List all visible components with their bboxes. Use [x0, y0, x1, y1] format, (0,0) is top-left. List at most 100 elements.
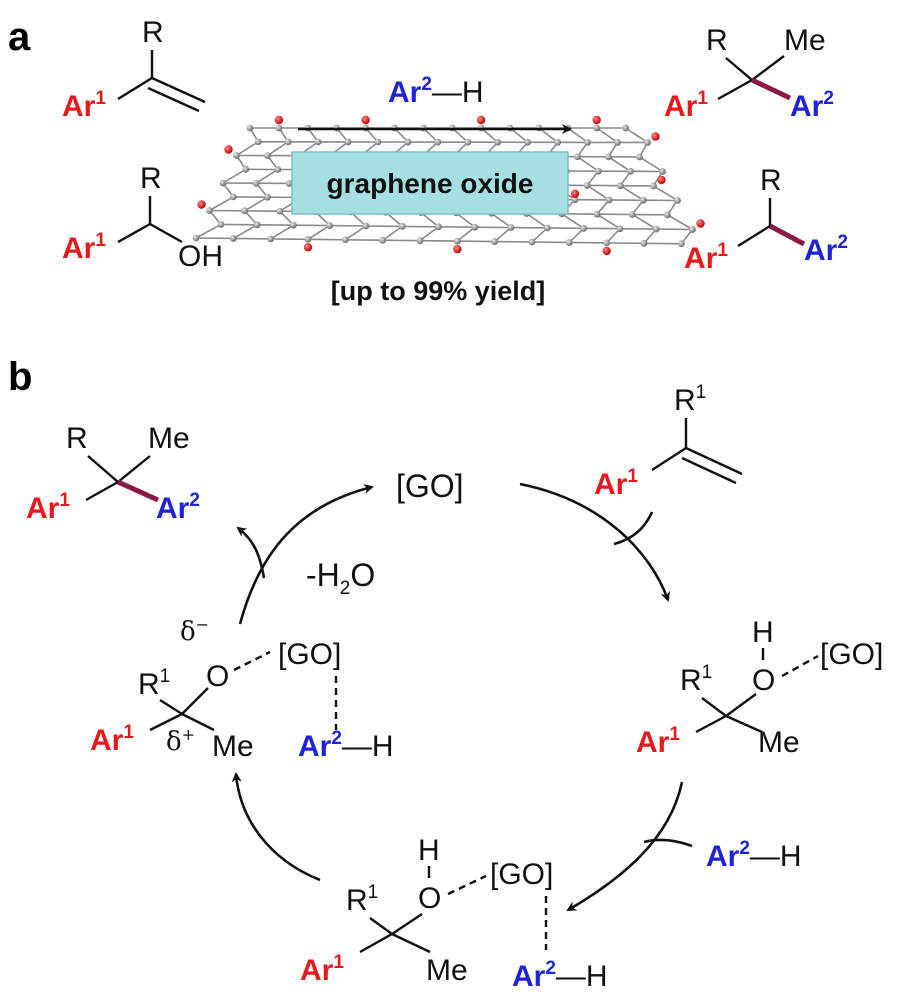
carbon-atom [434, 138, 442, 146]
lattice-bond [619, 184, 644, 201]
lattice-bond [631, 213, 657, 230]
cp-ar1: Ar1 [26, 490, 70, 525]
alkene-r: R [142, 16, 164, 49]
lattice-bond [653, 185, 678, 202]
carbon-atom [253, 221, 261, 229]
ib-ar1: Ar1 [300, 952, 344, 987]
lattice-bond [596, 127, 619, 144]
carbon-atom [528, 238, 536, 246]
carbon-atom [543, 224, 551, 232]
ib-o: O [418, 882, 441, 915]
prod2-ar2: Ar2 [804, 232, 848, 267]
styrene-r1: R1 [674, 382, 706, 417]
carbon-atom [229, 235, 237, 242]
alcohol-reactant: R Ar1 OH [62, 162, 223, 273]
oxygen-atom [453, 244, 462, 254]
lattice-bond [480, 127, 499, 143]
lattice-bond [531, 227, 548, 243]
carbon-atom [565, 239, 573, 246]
lattice-bond [494, 226, 512, 243]
lattice-bond [526, 212, 548, 229]
carbon-atom [241, 207, 249, 215]
carbon-atom [494, 138, 502, 146]
carbon-atom [219, 179, 227, 187]
carbon-atom [326, 222, 334, 230]
il-ar2h: Ar2—H [298, 728, 394, 763]
lattice-bond [419, 226, 440, 242]
carbon-atom [674, 197, 681, 204]
carbon-atom [304, 235, 312, 243]
graphene-oxide-label: graphene oxide [327, 168, 534, 199]
lattice-bond [596, 213, 621, 230]
lattice-bond [456, 226, 476, 242]
carbon-atom [583, 182, 591, 189]
oxygen-atom [592, 115, 601, 125]
carbon-atom [379, 236, 387, 244]
carbon-atom [284, 138, 292, 146]
carbon-atom [416, 237, 424, 245]
carbon-atom [362, 222, 370, 230]
carbon-atom [659, 168, 666, 175]
carbon-atom [491, 238, 499, 245]
carbon-atom [571, 196, 579, 204]
carbon-atom [640, 239, 648, 247]
cycle-arrow-top-left [238, 484, 374, 625]
oxygen-atom [361, 115, 370, 125]
cycle-arrow-top-right [519, 482, 670, 602]
carbon-atom [471, 223, 479, 231]
carbon-atom [233, 152, 240, 159]
oxygen-atom [197, 200, 206, 209]
carbon-atom [374, 138, 382, 146]
alkene-reactant: R Ar1 [62, 16, 206, 123]
ir-o: O [752, 664, 775, 697]
branch-arrow-in-alkene [613, 511, 654, 546]
il-o: O [206, 660, 229, 693]
lattice-bond [586, 184, 610, 201]
branch-arrow-in-ar2h [643, 838, 693, 848]
carbon-atom [404, 138, 412, 146]
styrene-ar1: Ar1 [594, 466, 638, 501]
ib-r1: R1 [346, 882, 378, 917]
carbon-atom [435, 223, 442, 231]
carbon-atom [217, 221, 225, 228]
il-r1: R1 [138, 666, 170, 701]
carbon-atom [594, 167, 602, 175]
oxygen-atom [696, 219, 705, 228]
lattice-bond [222, 168, 247, 184]
il-me: Me [212, 730, 254, 763]
carbon-atom [246, 124, 254, 132]
yield-text: [up to 99% yield] [331, 276, 546, 306]
cycle-arrow-right [566, 781, 684, 912]
carbon-atom [252, 179, 260, 187]
il-ar1: Ar1 [90, 722, 134, 757]
styrene-substrate: R1 Ar1 [594, 382, 743, 501]
ir-go: [GO] [820, 638, 883, 671]
carbon-atom [628, 211, 636, 218]
alcohol-r: R [140, 162, 162, 195]
cycle-product: R Me Ar1 Ar2 [26, 422, 200, 525]
lattice-bond [267, 141, 289, 157]
carbon-atom [644, 139, 651, 146]
carbon-atom [274, 166, 282, 173]
ib-go: [GO] [490, 858, 553, 891]
carbon-atom [574, 153, 581, 161]
oxygen-atom [657, 175, 666, 185]
lattice-bond [232, 224, 258, 240]
lattice-bond [577, 156, 599, 172]
prod2-ar1: Ar1 [684, 240, 728, 275]
carbon-atom [464, 138, 472, 146]
carbon-atom [229, 193, 237, 201]
lattice-bond [307, 224, 331, 241]
cycle-arrow-bottom-left [231, 772, 321, 882]
carbon-atom [593, 124, 601, 132]
lattice-bond [270, 224, 294, 240]
carbon-atom [554, 138, 562, 146]
carbon-atom [605, 153, 612, 161]
carbon-atom [639, 196, 647, 204]
ib-ar2h: Ar2—H [512, 958, 608, 993]
carbon-atom [275, 124, 283, 132]
prod1-me: Me [784, 24, 826, 57]
carbon-atom [580, 224, 588, 232]
carbon-atom [663, 211, 671, 219]
